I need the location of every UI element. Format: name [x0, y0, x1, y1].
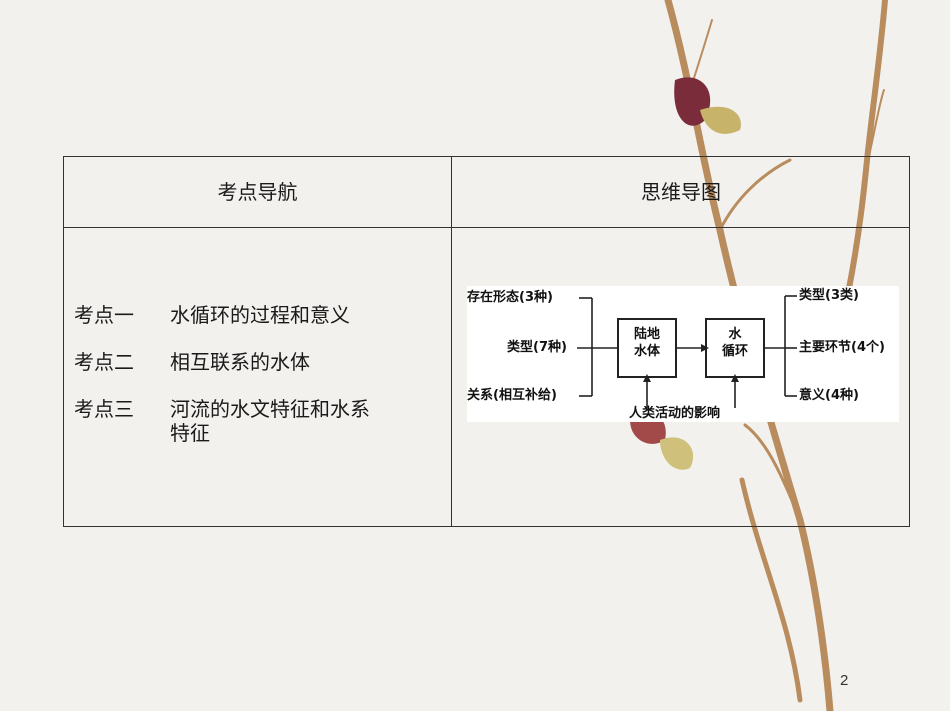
topic-text: 水循环的过程和意义 [170, 303, 350, 327]
mm-left-label: 关系(相互补给) [467, 388, 557, 403]
mm-right-label: 类型(3类) [799, 288, 859, 303]
mm-right-label: 主要环节(4个) [799, 340, 885, 355]
header-kaodian: 考点导航 [217, 180, 298, 204]
header-divider [64, 227, 909, 228]
topic-table: 考点导航 思维导图 考点一 水循环的过程和意义 考点二 相互联系的水体 考点三 … [63, 156, 910, 527]
mm-box-land-water: 陆地 水体 [617, 318, 677, 378]
mm-box-text: 陆地 [633, 327, 660, 342]
list-item: 考点一 水循环的过程和意义 [74, 303, 370, 327]
mm-bottom-label: 人类活动的影响 [629, 406, 721, 421]
topic-key: 考点一 [74, 303, 134, 327]
mm-box-water-cycle: 水 循环 [705, 318, 765, 378]
page-number: 2 [840, 672, 849, 689]
header-mindmap: 思维导图 [641, 180, 721, 204]
column-divider [451, 157, 452, 526]
mm-box-text: 循环 [721, 344, 748, 359]
leaf-shapes [630, 77, 741, 470]
mm-left-label: 存在形态(3种) [467, 290, 553, 305]
topic-text: 相互联系的水体 [170, 350, 310, 374]
topic-text: 河流的水文特征和水系特征 [170, 397, 370, 445]
list-item: 考点三 河流的水文特征和水系特征 [74, 397, 370, 445]
topic-key: 考点二 [74, 350, 134, 374]
mm-box-text: 水体 [633, 344, 660, 359]
list-item: 考点二 相互联系的水体 [74, 350, 370, 374]
topic-key: 考点三 [74, 397, 134, 421]
mind-map-diagram: 存在形态(3种) 类型(7种) 关系(相互补给) 陆地 水体 水 循环 人类活动… [467, 286, 899, 422]
mm-right-label: 意义(4种) [799, 388, 859, 403]
mind-map-connectors [577, 295, 797, 408]
mm-box-text: 水 [728, 327, 742, 342]
mm-left-label: 类型(7种) [507, 340, 567, 355]
topic-list: 考点一 水循环的过程和意义 考点二 相互联系的水体 考点三 河流的水文特征和水系… [74, 303, 370, 468]
